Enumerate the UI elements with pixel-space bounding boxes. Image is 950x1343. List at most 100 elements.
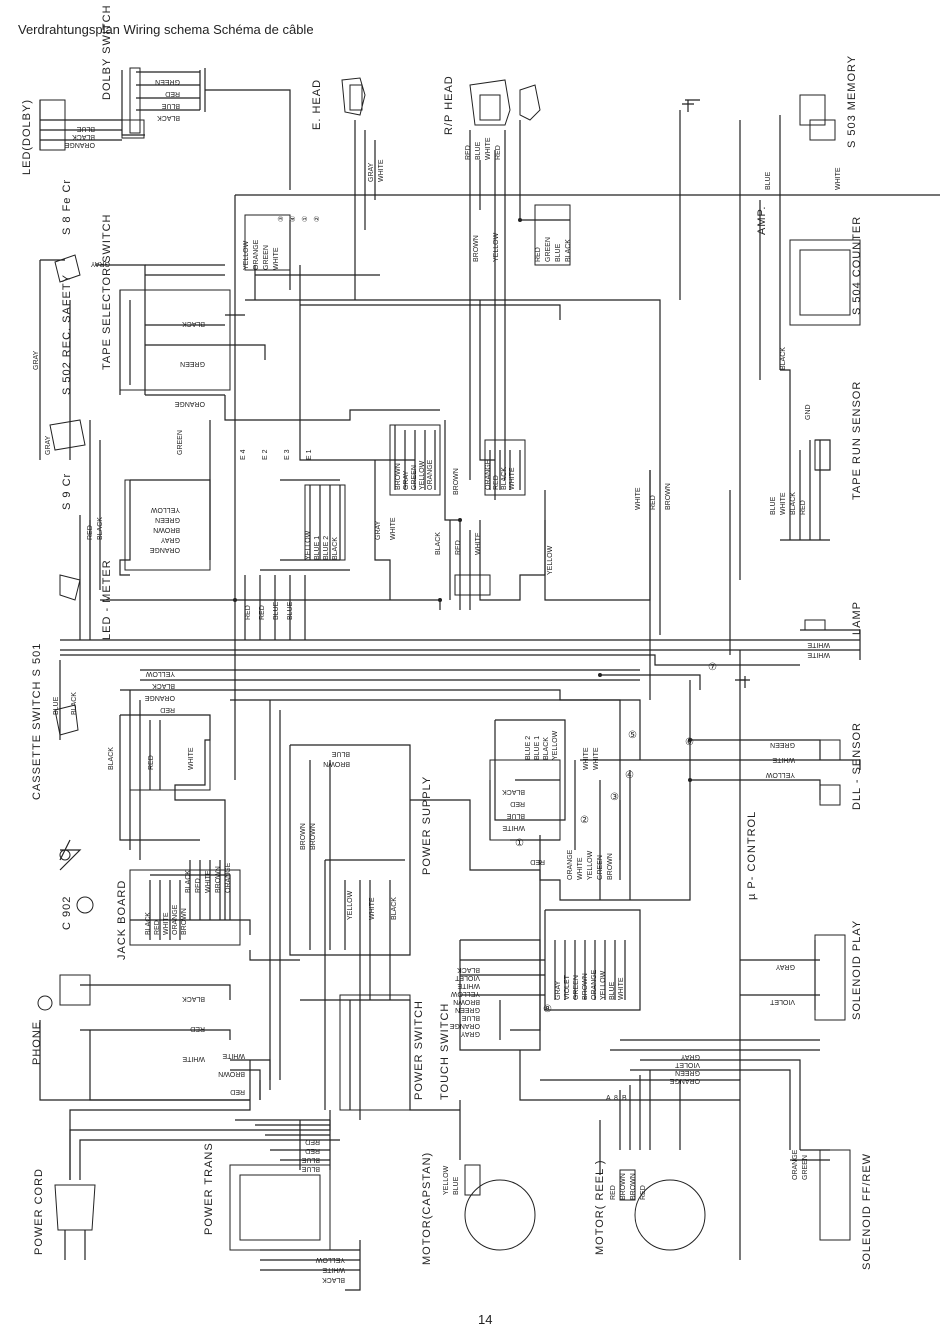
wire-label-amp-circled-3: ②	[313, 216, 321, 222]
wire-label-e1-bundle-2: BLUE 2	[323, 536, 330, 560]
power-trans-label: POWER TRANS	[203, 1142, 215, 1235]
s503-memory-label: S 503 MEMORY	[846, 55, 858, 148]
wire-label-e1-bundle-3: BLACK	[332, 537, 339, 560]
wire-label-amp-connector-a-0: BROWN	[395, 463, 402, 490]
wire-label-led-meter-wires-0: YELLOW	[150, 506, 180, 513]
wire-label-e-terminals-3: E 1	[306, 449, 313, 460]
wire-label-e-head-wires-1: WHITE	[378, 159, 385, 182]
wire-label-dll-wires-1: WHITE	[772, 756, 795, 763]
wire-label-jack-side-4: ORANGE	[225, 862, 232, 893]
wire-label-amp-bundle-0: YELLOW	[243, 240, 250, 270]
wire-label-ps-vertical-1: WHITE	[369, 897, 376, 920]
wire-label-led-meter-wires-2: BROWN	[153, 526, 180, 533]
wire-label-amp-bundle-2: GREEN	[263, 245, 270, 270]
wire-label-cassette-wires-1: BLACK	[71, 692, 78, 715]
wire-label-jack-wires-3: ORANGE	[172, 904, 179, 935]
wire-label-solenoid-play-wires-0: GRAY	[775, 963, 795, 970]
wire-label-touch-connector-0: GRAY	[555, 980, 562, 1000]
wire-label-ps-vertical-2: BLACK	[391, 897, 398, 920]
wire-label-gray-white-1: WHITE	[390, 517, 397, 540]
wire-label-ps-lower-4: BROWN	[607, 853, 614, 880]
mu-p-control-label: µ P- CONTROL	[746, 811, 758, 900]
wire-label-rp-connector-3: BLACK	[565, 239, 572, 262]
wire-label-solenoid-ff-wires-0: ORANGE	[792, 1149, 799, 1180]
wire-label-phone-wires-1: RED	[190, 1025, 205, 1032]
wire-label-touch-connector-6: BLUE	[609, 981, 616, 1000]
wire-label-ps-connector2-3: WHITE	[502, 824, 525, 831]
wire-label-dll-wires-0: GREEN	[770, 741, 795, 748]
wire-label-black-red-white-1: RED	[455, 540, 462, 555]
wire-label-touch-left-8: GRAY	[460, 1030, 480, 1037]
wire-label-power-trans-wires-2: BLUE	[301, 1156, 320, 1163]
wire-label-phone-wires-2: WHITE	[182, 1055, 205, 1062]
wire-label-rp-head-wires-0: RED	[465, 145, 472, 160]
wire-label-power-switch-wires-2: RED	[230, 1088, 245, 1095]
wire-label-touch-connector-5: YELLOW	[600, 970, 607, 1000]
wire-label-rp-head-wires-3: RED	[495, 145, 502, 160]
wire-label-touch-left-3: YELLOW	[450, 990, 480, 997]
wire-label-mid-bundle-0: RED	[245, 605, 252, 620]
wire-label-solenoid-ff-wires-1: GREEN	[802, 1155, 809, 1180]
wire-label-touch-left-5: GREEN	[455, 1006, 480, 1013]
wire-label-dolby-switch-wires-2: BLUE	[161, 102, 180, 109]
solenoid-play-label: SOLENOID PLAY	[851, 920, 863, 1020]
wire-label-s8-wires-0: GRAY	[90, 260, 110, 267]
wire-label-amp-connector-a-4: ORANGE	[427, 459, 434, 490]
wire-network	[39, 68, 940, 1291]
component-shapes	[37, 67, 861, 1260]
wire-label-jack-side-2: WHITE	[205, 870, 212, 893]
wire-label-led-meter-side-1: BLACK	[97, 517, 104, 540]
dll-sensor-label: DLL - SENSOR	[851, 722, 863, 810]
wire-label-s9-wires-1: GREEN	[177, 430, 184, 455]
wire-label-bus-wires-2: ORANGE	[144, 694, 175, 701]
wire-label-s502-wires-0: GRAY	[33, 350, 40, 370]
wire-label-circled-numbers-4: ③	[610, 792, 619, 803]
wire-label-led-dolby-wires-2: ORANGE	[64, 141, 95, 148]
wire-label-power-trans-wires-1: RED	[305, 1147, 320, 1154]
wire-label-white-red-1: RED	[650, 495, 657, 510]
wire-label-amp-connector-b-0: ORANGE	[485, 459, 492, 490]
wire-label-amp-circled-1: ④	[289, 216, 297, 222]
wire-label-touch-connector-7: WHITE	[618, 977, 625, 1000]
wire-label-led-meter-wires-4: ORANGE	[149, 546, 180, 553]
wire-label-amp-bundle-3: WHITE	[273, 247, 280, 270]
s8-fecr-label: S 8 Fe Cr	[61, 179, 73, 235]
wire-label-power-trans-wires-3: BLUE	[301, 1165, 320, 1172]
wire-label-tape-selector-wires-2: ORANGE	[174, 400, 205, 407]
wire-label-rp-head-left-1: YELLOW	[493, 232, 500, 262]
wire-label-amp-connector-b-1: RED	[493, 475, 500, 490]
wire-label-touch-left-2: WHITE	[457, 982, 480, 989]
s502-rec-safety-label: S 502 REC. SAFETY	[61, 274, 73, 395]
wire-label-touch-left-1: VIOLET	[454, 974, 480, 981]
wire-label-white-red-0: WHITE	[635, 487, 642, 510]
wire-label-ps-side-0: WHITE	[583, 747, 590, 770]
wire-label-tape-run-wires-2: BLACK	[790, 492, 797, 515]
wire-label-circled-numbers-1: ⑥	[685, 737, 694, 748]
wire-label-jack-wires-2: WHITE	[163, 912, 170, 935]
wire-label-ps-side-1: WHITE	[593, 747, 600, 770]
wire-label-power-trans-wires-0: RED	[305, 1138, 320, 1145]
wire-label-amp-circled-0: ③	[277, 216, 285, 222]
wire-label-e1-bundle-1: BLUE 1	[314, 536, 321, 560]
wire-label-ps-lower-2: YELLOW	[587, 850, 594, 880]
wire-label-touch-left-7: ORANGE	[449, 1022, 480, 1029]
wire-label-ps-connector2-0: BLACK	[502, 788, 525, 795]
wire-label-jack-wires-4: BROWN	[181, 908, 188, 935]
e-head-label: E. HEAD	[311, 79, 323, 130]
motor-capstan-label: MOTOR(CAPSTAN)	[421, 1152, 433, 1265]
gnd-label: GND	[805, 404, 812, 420]
wire-label-ps-brown-0: BROWN	[300, 823, 307, 850]
wire-label-tape-run-wires-1: WHITE	[780, 492, 787, 515]
wire-label-trans-bottom-1: WHITE	[322, 1266, 345, 1273]
wire-label-rp-head-wires-1: BLUE	[475, 141, 482, 160]
motor-reel-label: MOTOR( REEL )	[594, 1159, 606, 1255]
solenoid-ff-rew-label: SOLENOID FF/REW	[861, 1153, 873, 1270]
wire-label-amp-bundle-1: ORANGE	[253, 239, 260, 270]
wire-label-jack-side-1: RED	[195, 878, 202, 893]
wire-label-cassette-side-1: RED	[148, 755, 155, 770]
touch-switch-label: TOUCH SWITCH	[439, 1003, 451, 1100]
wire-label-bus-wires-0: YELLOW	[145, 670, 175, 677]
tape-run-sensor-label: TAPE RUN SENSOR	[851, 381, 863, 500]
wire-label-white-red-2: BROWN	[665, 483, 672, 510]
